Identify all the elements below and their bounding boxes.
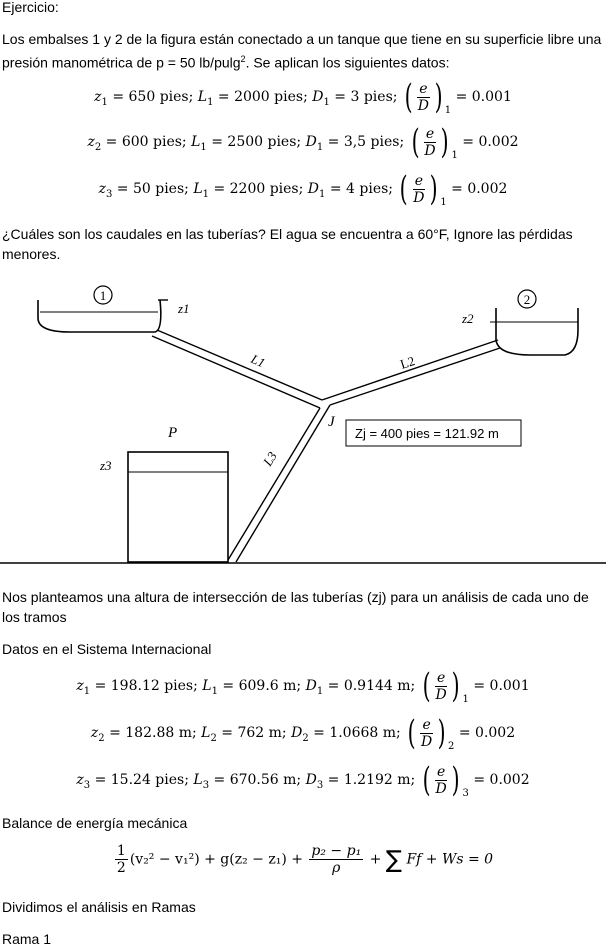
intro-tail: . Se aplican los siguientes datos:	[245, 54, 450, 71]
equation-si-3: z3 = 15.24 pies; L3 = 670.56 m; D3 = 1.2…	[76, 760, 530, 800]
label-z1: z1	[177, 301, 190, 316]
ramas-heading: Dividimos el análisis en Ramas	[2, 899, 196, 915]
label-L3: L3	[259, 449, 280, 470]
label-z3: z3	[99, 458, 112, 473]
question-paragraph: ¿Cuáles son los caudales en las tuberías…	[2, 226, 573, 262]
reservoir-figure: 1 2 z1 z2 z3 L1 L2 L3 J P Zj = 400 pies …	[0, 285, 606, 564]
rama-1-heading: Rama 1	[2, 931, 52, 947]
label-L1: L1	[248, 351, 268, 371]
zj-box	[345, 419, 522, 447]
pipe-L1-upper	[156, 329, 323, 401]
tank-outline	[127, 451, 229, 563]
pipe-L1-lower	[151, 335, 321, 409]
reservoir-1-circle	[93, 285, 113, 305]
zj-paragraph: Nos planteamos una altura de intersecció…	[2, 589, 589, 625]
intro-paragraph: Los embalses 1 y 2 de la figura están co…	[2, 29, 602, 73]
equation-si-2: z2 = 182.88 m; L2 = 762 m; D2 = 1.0668 m…	[90, 713, 516, 753]
label-junction: J	[328, 414, 336, 430]
equation-imperial-3: z3 = 50 pies; L1 = 2200 pies; D1 = 4 pie…	[98, 169, 508, 209]
pipe-L2-upper	[321, 339, 499, 401]
balance-heading: Balance de energía mecánica	[2, 815, 188, 831]
intro-superscript: 2	[240, 54, 246, 64]
exercise-heading: Ejercicio:	[2, 0, 59, 15]
si-heading: Datos en el Sistema Internacional	[2, 641, 212, 657]
label-L2: L2	[398, 353, 416, 372]
reservoir-2-shape	[495, 308, 579, 356]
intro-text: Los embalses 1 y 2 de la figura están co…	[2, 31, 602, 71]
pipe-L3-right	[235, 404, 331, 563]
label-z2: z2	[461, 311, 474, 326]
equation-imperial-2: z2 = 600 pies; L1 = 2500 pies; D1 = 3,5 …	[87, 122, 519, 162]
pipe-L2-lower	[329, 347, 501, 406]
reservoir-2-circle	[517, 289, 537, 309]
equation-si-1: z1 = 198.12 pies; L1 = 609.6 m; D1 = 0.9…	[76, 666, 530, 706]
reservoir-1-shape	[37, 299, 162, 333]
pipe-L3-left	[227, 407, 321, 561]
zj-box-text: Zj = 400 pies = 121.92 m	[355, 426, 499, 441]
reservoir-2-label: 2	[524, 292, 531, 307]
reservoir-1-label: 1	[100, 288, 107, 303]
label-tank: P	[167, 425, 177, 441]
equation-imperial-1: z1 = 650 pies; L1 = 2000 pies; D1 = 3 pi…	[94, 77, 512, 117]
